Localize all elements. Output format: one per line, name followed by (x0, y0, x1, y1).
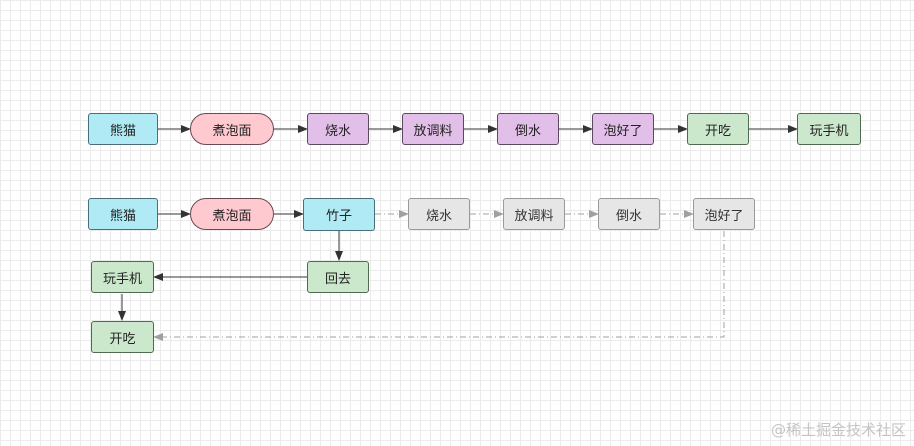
r1-node-cook-noodles[interactable]: 煮泡面 (190, 113, 274, 145)
r1-node-panda[interactable]: 熊猫 (88, 113, 158, 145)
r2-node-play-phone[interactable]: 玩手机 (91, 261, 154, 293)
r2-node-panda[interactable]: 熊猫 (88, 198, 158, 230)
r2-node-go-back[interactable]: 回去 (307, 261, 369, 293)
r2-node-add-seasoning[interactable]: 放调料 (503, 198, 565, 230)
r1-node-pour-water[interactable]: 倒水 (497, 113, 559, 145)
r2-node-bamboo[interactable]: 竹子 (303, 198, 375, 231)
watermark-text: @稀土掘金技术社区 (770, 421, 906, 439)
edge-r2-ready-to-eat (153, 231, 725, 341)
r2-node-cook-noodles[interactable]: 煮泡面 (190, 198, 274, 230)
r1-node-boil-water[interactable]: 烧水 (307, 113, 369, 145)
r2-node-start-eating[interactable]: 开吃 (91, 321, 154, 353)
r2-node-pour-water[interactable]: 倒水 (598, 198, 660, 230)
r1-node-play-phone[interactable]: 玩手机 (797, 113, 861, 145)
r2-node-boil-water[interactable]: 烧水 (408, 198, 470, 230)
r2-node-noodles-ready[interactable]: 泡好了 (693, 198, 755, 230)
r1-node-noodles-ready[interactable]: 泡好了 (592, 113, 654, 145)
r1-node-start-eating[interactable]: 开吃 (687, 113, 749, 145)
r1-node-add-seasoning[interactable]: 放调料 (402, 113, 464, 145)
